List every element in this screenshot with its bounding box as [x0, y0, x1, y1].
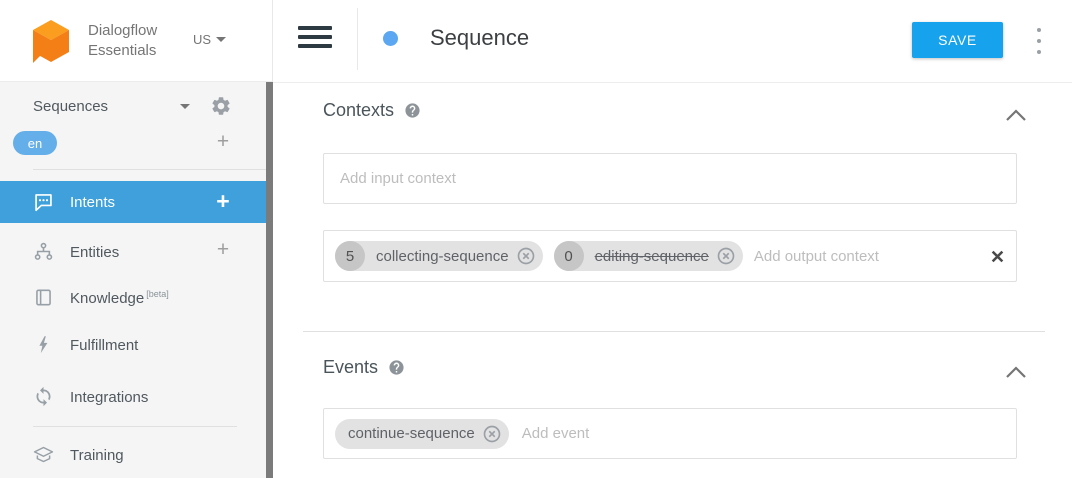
add-output-context-placeholder[interactable]: Add output context — [753, 247, 879, 265]
section-divider — [303, 331, 1045, 332]
remove-context-icon[interactable] — [516, 246, 536, 266]
brand-line2: Essentials — [88, 42, 157, 59]
agent-chevron-down-icon[interactable] — [180, 104, 190, 109]
page-header: Sequence SAVE — [273, 0, 1072, 83]
sidebar-divider — [33, 169, 270, 170]
add-event-placeholder[interactable]: Add event — [521, 425, 590, 442]
sidebar: Dialogflow Essentials US Sequences en + … — [0, 0, 273, 478]
main-content: Contexts 5 collecting-sequence 0 editing… — [273, 83, 1072, 478]
contexts-collapse-chevron-icon[interactable] — [1005, 108, 1027, 122]
context-chip-label: editing-sequence — [594, 247, 709, 265]
language-chip[interactable]: en — [13, 131, 57, 155]
sidebar-item-training[interactable]: Training — [0, 439, 273, 471]
add-entity-icon[interactable]: + — [216, 238, 230, 261]
agent-selector-row: Sequences — [0, 90, 273, 122]
events-collapse-chevron-icon[interactable] — [1005, 365, 1027, 379]
intent-status-dot — [383, 31, 398, 46]
sidebar-item-fulfillment[interactable]: Fulfillment — [0, 329, 273, 361]
context-lifespan-badge[interactable]: 5 — [335, 241, 365, 271]
save-button[interactable]: SAVE — [912, 22, 1003, 58]
brand-name: Dialogflow Essentials — [88, 21, 157, 61]
hamburger-menu-icon[interactable] — [298, 26, 332, 48]
contexts-title-label: Contexts — [323, 100, 395, 120]
sidebar-item-label: Intents — [70, 193, 116, 211]
event-chip: continue-sequence — [335, 418, 509, 449]
sidebar-item-label: Integrations — [70, 388, 149, 406]
contexts-section-title: Contexts — [323, 100, 421, 121]
brand-line1: Dialogflow — [88, 22, 158, 39]
sync-icon — [36, 386, 51, 407]
context-lifespan-badge[interactable]: 0 — [553, 241, 584, 271]
header-divider — [357, 8, 358, 70]
chat-bubble-icon — [35, 194, 52, 212]
beta-badge: [beta] — [146, 289, 169, 299]
sidebar-item-integrations[interactable]: Integrations — [0, 381, 273, 413]
agent-name[interactable]: Sequences — [33, 97, 109, 115]
sidebar-item-entities[interactable]: Entities + — [0, 236, 273, 268]
sidebar-item-knowledge[interactable]: Knowledge[beta] — [0, 282, 273, 314]
events-section-title: Events — [323, 357, 405, 378]
events-field[interactable]: continue-sequence Add event — [323, 408, 1017, 459]
agent-settings-gear-icon[interactable] — [210, 95, 232, 117]
page-title: Sequence — [430, 25, 530, 50]
output-context-chip: 5 collecting-sequence — [335, 241, 543, 271]
events-title-label: Events — [323, 357, 379, 377]
logo-area: Dialogflow Essentials US — [0, 0, 273, 82]
book-icon — [36, 289, 51, 306]
context-chip-label: collecting-sequence — [376, 247, 509, 265]
sidebar-item-label: Knowledge[beta] — [70, 289, 169, 307]
add-intent-icon[interactable]: + — [216, 188, 230, 214]
remove-event-icon[interactable] — [482, 424, 502, 444]
add-input-context-input[interactable] — [324, 170, 1016, 187]
graduation-cap-icon — [33, 446, 54, 463]
region-label: US — [193, 32, 212, 47]
add-language-icon[interactable]: + — [216, 130, 230, 153]
input-context-field[interactable] — [323, 153, 1017, 204]
sidebar-scrollbar[interactable] — [266, 82, 273, 478]
kebab-menu-icon[interactable] — [1032, 28, 1046, 54]
sidebar-divider — [33, 426, 237, 427]
event-chip-label: continue-sequence — [348, 425, 475, 442]
help-icon[interactable] — [388, 359, 405, 376]
region-selector[interactable]: US — [193, 32, 227, 47]
language-row: en + — [0, 130, 273, 157]
sidebar-item-label: Entities — [70, 243, 120, 261]
help-icon[interactable] — [404, 102, 421, 119]
dialogflow-logo-icon — [33, 20, 69, 63]
output-context-field[interactable]: 5 collecting-sequence 0 editing-sequence… — [323, 230, 1017, 282]
sidebar-item-intents[interactable]: Intents + — [0, 181, 273, 223]
output-context-chip: 0 editing-sequence — [553, 241, 743, 271]
sidebar-item-label: Training — [70, 446, 124, 464]
sidebar-item-label: Fulfillment — [70, 336, 139, 354]
remove-context-icon[interactable] — [716, 246, 736, 266]
chevron-down-icon — [216, 37, 227, 42]
lightning-bolt-icon — [39, 336, 48, 354]
hierarchy-icon — [34, 242, 53, 260]
clear-all-contexts-icon[interactable] — [989, 248, 1006, 265]
